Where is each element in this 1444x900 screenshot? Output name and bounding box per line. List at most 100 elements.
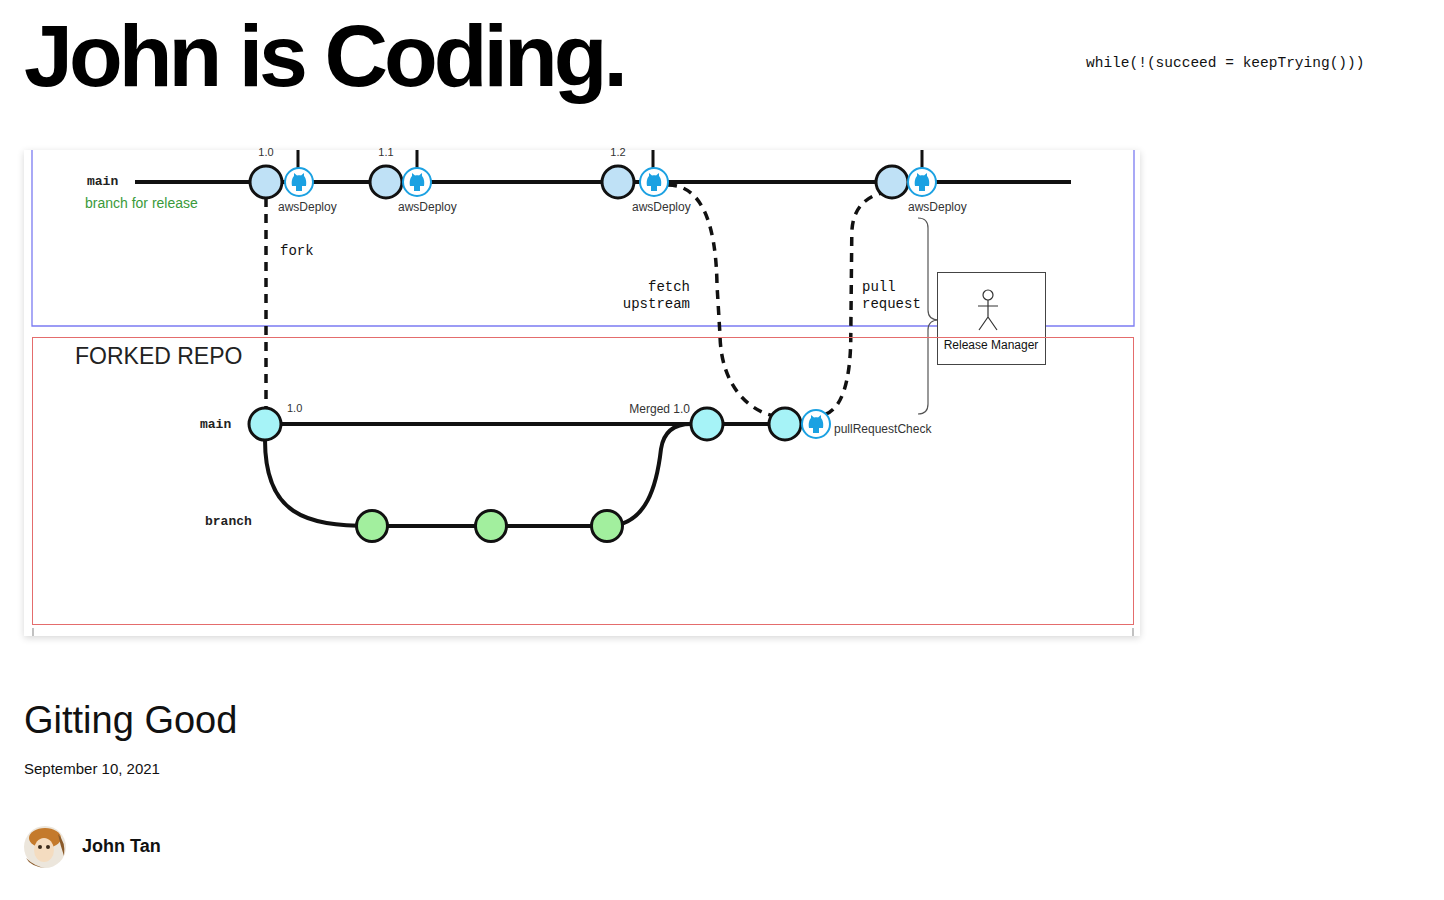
icon-ring [640, 168, 668, 196]
version-tag: 1.1 [378, 146, 393, 158]
icon-ring [908, 168, 936, 196]
link-label-holder: fork [280, 243, 314, 260]
octocat-symbol [410, 173, 425, 191]
commit-node: awsDeploy [872, 140, 968, 218]
commit-label-holder: awsDeploy [632, 200, 691, 214]
commit-label-holder: awsDeploy [278, 200, 337, 214]
region-title: FORKED REPO [75, 343, 242, 369]
tagline: while(!(succeed = keepTrying())) [1086, 55, 1364, 71]
commit-circle [370, 166, 402, 198]
page-title-holder: John is Coding. [24, 12, 624, 100]
octocat-symbol [647, 173, 662, 191]
version-tag: 1.2 [610, 146, 625, 158]
branch-name: main [87, 174, 118, 189]
commit-label-holder: awsDeploy [398, 200, 457, 214]
link-label-holder: fetch upstream [620, 279, 690, 313]
github-icon [285, 168, 313, 196]
github-icon [403, 168, 431, 196]
commit-label-holder: Merged 1.0 [629, 402, 690, 416]
version-tag-holder: 1.2 [598, 146, 638, 159]
author-name-holder: John Tan [82, 836, 161, 857]
version-tag-holder: 1.0 [246, 146, 286, 159]
github-icon [908, 168, 936, 196]
commit-label: awsDeploy [908, 200, 967, 214]
version-tag-holder: 1.1 [366, 146, 406, 159]
avatar-eye [38, 845, 42, 849]
avatar-ground [24, 826, 66, 868]
commit-label-holder: pullRequestCheck [834, 422, 931, 436]
branch-commit [357, 511, 388, 542]
tagline-holder: while(!(succeed = keepTrying())) [1086, 54, 1364, 72]
commit-label-holder: 1.0 [287, 402, 302, 415]
branch-name: main [200, 417, 231, 432]
actor-figure [938, 273, 1040, 366]
commit-label: awsDeploy [398, 200, 457, 214]
frame-mark [33, 628, 1133, 636]
commit-node: 1.2 awsDeploy [598, 140, 694, 218]
branch-commit [476, 511, 507, 542]
actor-label-holder: Release Manager [938, 338, 1045, 352]
image-frame [24, 150, 1140, 636]
branch-name-holder: main [200, 417, 231, 433]
branch-name-holder: branch [205, 514, 252, 530]
author-name: John Tan [82, 836, 161, 856]
link-label: fetch upstream [623, 279, 690, 312]
commit-circle [249, 408, 281, 440]
post-title-holder: Gitting Good [24, 698, 237, 742]
forked-repo-region: FORKED REPO 1.0 Merged 1.0 pullRequestCheck [32, 337, 1134, 625]
version-tag: 1.0 [258, 146, 273, 158]
commit-node: 1.0 awsDeploy [246, 140, 342, 218]
commit-label: awsDeploy [278, 200, 337, 214]
commit-node: Merged 1.0 [620, 400, 727, 444]
commit-circle [250, 166, 282, 198]
link-label-holder: pull request [862, 279, 924, 313]
branch-note: branch for release [85, 195, 198, 211]
region-title-holder: FORKED REPO [75, 343, 242, 370]
commit-circle [876, 166, 908, 198]
commit-label-holder: awsDeploy [908, 200, 967, 214]
branch-name-holder: main [87, 174, 118, 190]
commit-node: 1.0 [245, 400, 309, 444]
actor-box: Release Manager [937, 272, 1046, 365]
avatar-eye [46, 845, 50, 849]
commit-circle [769, 408, 801, 440]
icon-ring [802, 410, 830, 438]
post-date: September 10, 2021 [24, 760, 160, 777]
icon-ring [285, 168, 313, 196]
post-title: Gitting Good [24, 699, 237, 741]
actor-label: Release Manager [944, 338, 1039, 352]
commit-node: pullRequestCheck [765, 400, 935, 444]
link-label: fork [280, 243, 314, 259]
commit-circle [691, 408, 723, 440]
icon-ring [403, 168, 431, 196]
git-line [723, 422, 769, 426]
branch-name: branch [205, 514, 252, 529]
avatar [24, 826, 66, 868]
github-icon [640, 168, 668, 196]
commit-circle [602, 166, 634, 198]
actor-head [983, 290, 993, 300]
avatar-face [34, 838, 54, 862]
git-line [265, 424, 691, 526]
github-icon [802, 410, 830, 438]
commit-label: awsDeploy [632, 200, 691, 214]
octocat-symbol [915, 173, 930, 191]
octocat-symbol [292, 173, 307, 191]
git-line [281, 422, 691, 426]
branch-commit [592, 511, 623, 542]
branch-note-holder: branch for release [85, 195, 198, 212]
commit-label: Merged 1.0 [629, 402, 690, 416]
commit-label: pullRequestCheck [834, 422, 931, 436]
link-label: pull request [862, 279, 921, 312]
octocat-symbol [809, 415, 824, 433]
commit-label: 1.0 [287, 402, 302, 414]
dashed-link [264, 198, 268, 408]
page-title: John is Coding. [24, 6, 624, 105]
commit-node: 1.1 awsDeploy [366, 140, 462, 218]
avatar-shade [26, 834, 64, 868]
post-date-holder: September 10, 2021 [24, 760, 160, 778]
actor-body [978, 300, 998, 330]
